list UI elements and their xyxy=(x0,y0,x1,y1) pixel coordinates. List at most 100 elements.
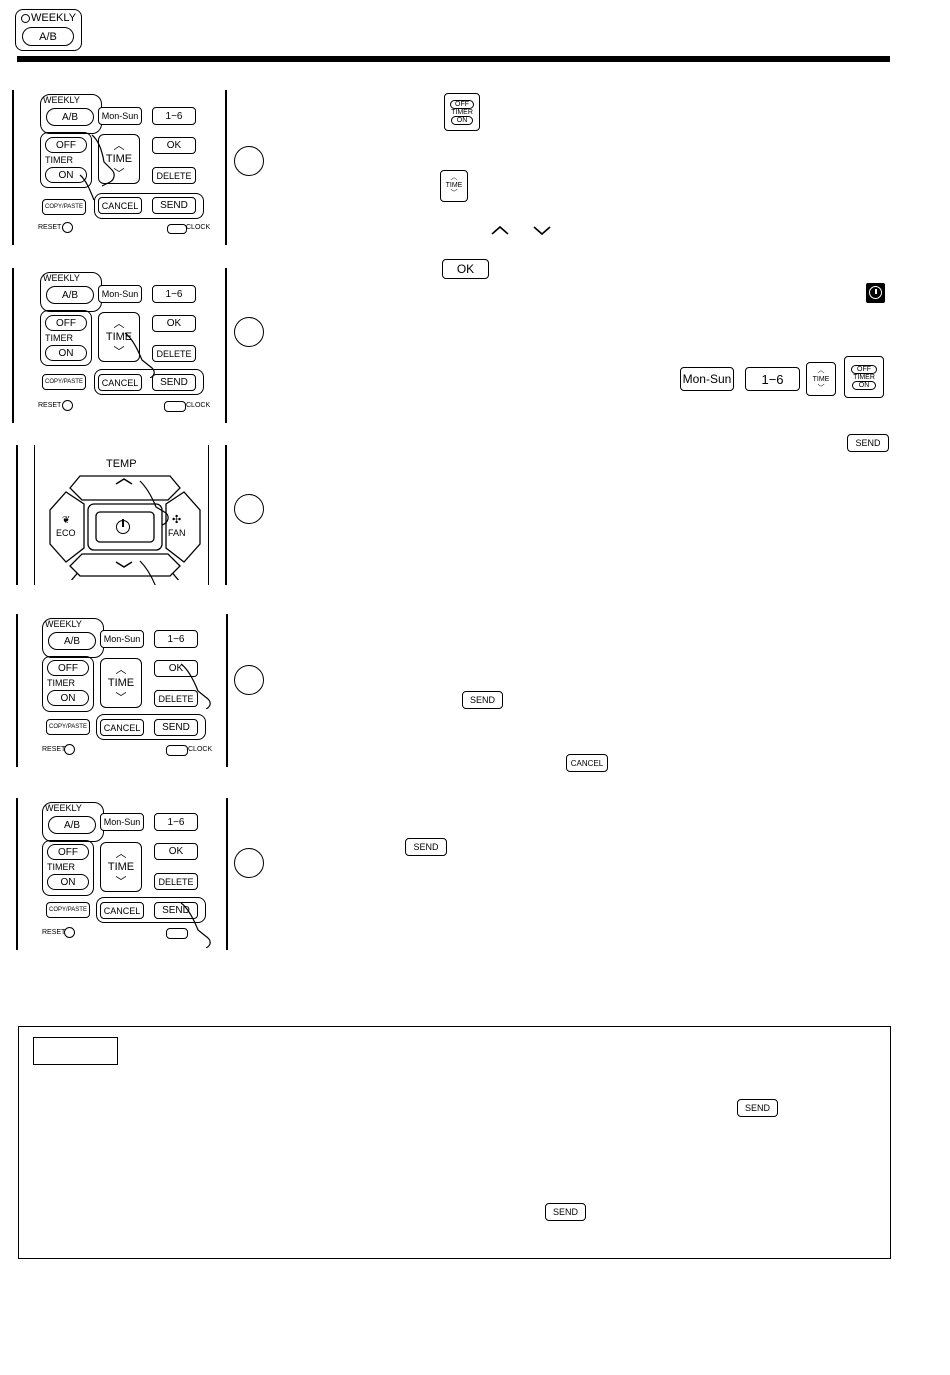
hand-pointer-icon xyxy=(180,902,211,948)
key-send-label: SEND xyxy=(552,1207,578,1217)
mon-sun-button[interactable]: Mon-Sun xyxy=(100,630,144,648)
off-button[interactable]: OFF xyxy=(47,660,89,676)
key-send-label: SEND xyxy=(413,842,439,852)
on-button[interactable]: ON xyxy=(45,167,87,183)
hand-pointer-icon xyxy=(139,480,169,585)
cancel-key-icon: CANCEL xyxy=(566,754,608,772)
ab-button[interactable]: A/B xyxy=(48,816,96,834)
cancel-button[interactable]: CANCEL xyxy=(100,902,144,919)
off-button[interactable]: OFF xyxy=(47,844,89,860)
chevron-up-icon: ︿ xyxy=(450,174,458,181)
temp-dpad[interactable] xyxy=(42,470,202,580)
reset-label: RESET xyxy=(42,929,66,936)
power-icon xyxy=(116,519,130,534)
ab-button[interactable]: A/B xyxy=(46,286,94,304)
clock-button[interactable] xyxy=(164,401,186,412)
copy-paste-button[interactable]: COPY/PASTE xyxy=(46,902,90,918)
clock-label: CLOCK xyxy=(186,402,211,409)
reset-button[interactable] xyxy=(64,744,75,755)
chevron-up-icon: ︿ xyxy=(113,140,125,152)
clock-icon xyxy=(21,13,30,23)
ok-button[interactable]: OK xyxy=(154,843,198,860)
cancel-button[interactable]: CANCEL xyxy=(98,197,142,214)
mon-sun-button[interactable]: Mon-Sun xyxy=(98,285,142,303)
one-six-button[interactable]: 1−6 xyxy=(152,285,196,303)
mon-sun-button[interactable]: Mon-Sun xyxy=(98,107,142,125)
time-button[interactable]: ︿TIME﹀ xyxy=(98,134,140,184)
copy-paste-button[interactable]: COPY/PASTE xyxy=(42,199,86,215)
ok-button[interactable]: OK xyxy=(152,315,196,332)
one-six-button[interactable]: 1−6 xyxy=(152,107,196,125)
send-key-icon: SEND xyxy=(405,838,447,856)
send-button[interactable]: SEND xyxy=(154,719,198,736)
reset-button[interactable] xyxy=(62,222,73,233)
key-on-label: ON xyxy=(450,115,474,125)
remote-panel-5: WEEKLY A/B Mon-Sun 1−6 OFF TIMER ON ︿TIM… xyxy=(16,798,228,950)
off-button[interactable]: OFF xyxy=(45,315,87,331)
cancel-button[interactable]: CANCEL xyxy=(100,719,144,736)
clock-button[interactable] xyxy=(166,928,188,939)
key-ok-label: OK xyxy=(456,262,475,276)
clock-button[interactable] xyxy=(166,745,188,756)
ab-button[interactable]: A/B xyxy=(46,108,94,126)
reset-button[interactable] xyxy=(64,927,75,938)
chevron-up-icon xyxy=(491,225,509,235)
delete-button[interactable]: DELETE xyxy=(154,690,198,707)
on-button[interactable]: ON xyxy=(47,690,89,706)
delete-button[interactable]: DELETE xyxy=(154,873,198,890)
copy-paste-button[interactable]: COPY/PASTE xyxy=(46,719,90,735)
delete-button[interactable]: DELETE xyxy=(152,345,196,362)
reset-label: RESET xyxy=(42,746,66,753)
one-six-key-icon: 1−6 xyxy=(745,367,800,391)
mon-sun-button[interactable]: Mon-Sun xyxy=(100,813,144,831)
step-circle-5 xyxy=(234,848,264,878)
key-mon-sun-label: Mon-Sun xyxy=(682,372,732,386)
time-key-icon: ︿ TIME ﹀ xyxy=(440,170,468,202)
chevron-up-icon: ︿ xyxy=(115,664,127,676)
remote-weekly-label: WEEKLY xyxy=(45,803,82,813)
timer-label: TIMER xyxy=(47,862,75,872)
hand-pointer-icon xyxy=(79,134,115,201)
ok-button[interactable]: OK xyxy=(152,137,196,154)
temp-label: TEMP xyxy=(106,458,137,470)
clock-label: CLOCK xyxy=(186,224,211,231)
send-button[interactable]: SEND xyxy=(152,374,196,391)
reset-button[interactable] xyxy=(62,400,73,411)
remote-panel-2: WEEKLY A/B Mon-Sun 1−6 OFF TIMER ON ︿TIM… xyxy=(12,268,227,423)
key-send-label: SEND xyxy=(855,438,881,448)
timer-label: TIMER xyxy=(45,155,73,165)
time-button[interactable]: ︿TIME﹀ xyxy=(100,658,142,708)
weekly-label: WEEKLY xyxy=(31,12,77,24)
send-button[interactable]: SEND xyxy=(154,902,198,919)
step-circle-4 xyxy=(234,665,264,695)
time-button[interactable]: ︿TIME﹀ xyxy=(100,842,142,892)
ab-button[interactable]: A/B xyxy=(48,632,96,650)
key-on-label: ON xyxy=(851,380,877,390)
on-button[interactable]: ON xyxy=(45,345,87,361)
leaf-icon: ❦ xyxy=(62,515,71,526)
step-circle-2 xyxy=(234,317,264,347)
chevron-up-icon: ︿ xyxy=(113,318,125,330)
one-six-button[interactable]: 1−6 xyxy=(154,630,198,648)
one-six-button[interactable]: 1−6 xyxy=(154,813,198,831)
clock-button[interactable] xyxy=(167,224,187,234)
chevron-down-icon: ﹀ xyxy=(113,168,125,180)
on-button[interactable]: ON xyxy=(47,874,89,890)
key-timer-label: TIMER xyxy=(451,108,473,116)
time-button[interactable]: ︿TIME﹀ xyxy=(98,312,140,362)
delete-button[interactable]: DELETE xyxy=(152,167,196,184)
key-off-label: OFF xyxy=(851,364,877,374)
ok-button[interactable]: OK xyxy=(154,660,198,677)
copy-paste-button[interactable]: COPY/PASTE xyxy=(42,374,86,390)
reset-label: RESET xyxy=(38,402,62,409)
fan-label: FAN xyxy=(168,528,186,538)
timer-label: TIMER xyxy=(47,678,75,688)
send-button[interactable]: SEND xyxy=(152,197,196,214)
time-key-icon: ︿ TIME ﹀ xyxy=(806,362,836,396)
step-circle-1 xyxy=(234,146,264,176)
send-key-icon: SEND xyxy=(545,1203,586,1221)
ok-key-icon: OK xyxy=(442,259,489,279)
cancel-button[interactable]: CANCEL xyxy=(98,374,142,391)
off-button[interactable]: OFF xyxy=(45,137,87,153)
send-key-icon: SEND xyxy=(462,691,503,709)
